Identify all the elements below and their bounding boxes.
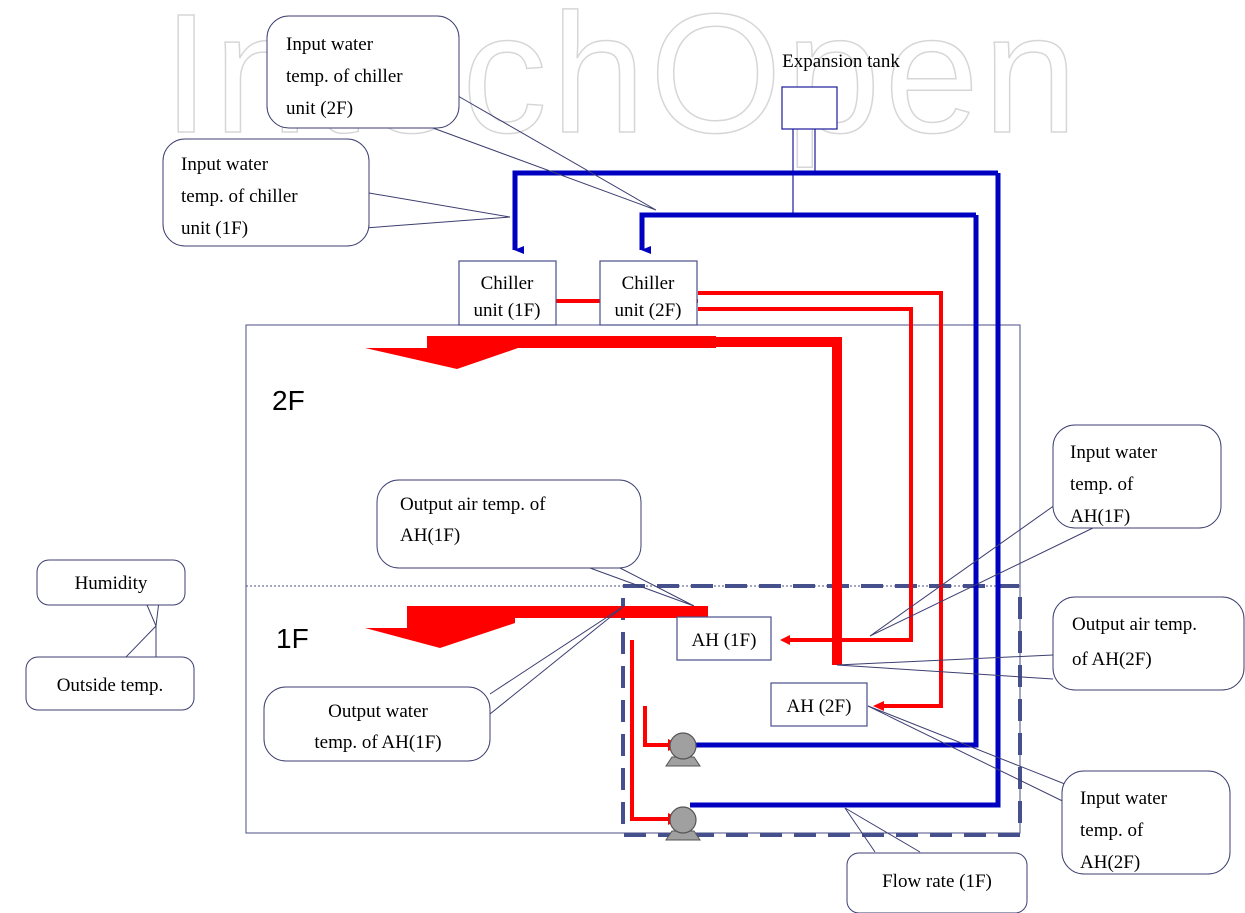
callout-ah1f-output-water-l1: Output water (328, 701, 428, 722)
callout-ah1f-input-water-l3: AH(1F) (1070, 506, 1130, 527)
callout-outside-temp: Outside temp. (57, 675, 164, 696)
callout-ah2f-output-air-l1: Output air temp. (1072, 614, 1197, 635)
callout-chiller-2f-input-l1: Input water (286, 34, 374, 55)
callout-humidity: Humidity (75, 573, 148, 594)
chiller-unit-2f (599, 260, 698, 326)
chiller-2f-line2: unit (2F) (614, 300, 681, 321)
pipe-to-ah2f (698, 291, 943, 708)
floor-label-2f: 2F (272, 385, 305, 416)
callout-ah1f-output-water-l2: temp. of AH(1F) (314, 732, 441, 753)
air-supply-arrow-1f (365, 606, 708, 648)
callout-chiller-2f-input-l2: temp. of chiller (286, 66, 403, 87)
callout-ah1f-output-air-l2: AH(1F) (400, 525, 460, 546)
floor-label-1f: 1F (276, 623, 309, 654)
callout-ah1f-output-air-l1: Output air temp. of (400, 494, 546, 515)
air-handler-1f (676, 616, 772, 661)
callout-chiller-1f-input-l2: temp. of chiller (181, 186, 298, 207)
expansion-tank (781, 86, 838, 130)
hot-pipe-arrowheads (668, 635, 884, 825)
pipe-ah2f-to-pump (643, 706, 668, 747)
callout-ah1f-input-water-l2: temp. of (1070, 474, 1134, 495)
chiller-1f-line2: unit (1F) (473, 300, 540, 321)
callout-chiller-1f-input-l1: Input water (181, 154, 269, 175)
ah-2f-label: AH (2F) (787, 696, 852, 717)
callout-chiller-1f-input-l3: unit (1F) (181, 218, 248, 239)
cold-pipe-from-pump-2 (690, 215, 979, 748)
cold-pipe-to-chiller-2f (639, 212, 976, 254)
air-handler-2f (770, 682, 868, 727)
ah-1f-label: AH (1F) (692, 630, 757, 651)
callout-ah2f-input-water-l2: temp. of (1080, 820, 1144, 841)
air-supply-arrow-2f (365, 336, 716, 369)
cold-pipe-to-chiller-1f (512, 170, 998, 254)
pump-icon (665, 732, 701, 767)
callout-ah2f-output-air-l2: of AH(2F) (1072, 649, 1152, 670)
pipe-to-ah1f (698, 307, 913, 642)
cold-water-pipes (512, 170, 1001, 808)
air-duct-2f (716, 337, 842, 665)
callout-leaders (125, 95, 1096, 853)
pipe-ah1f-to-pump (630, 640, 668, 821)
callout-ah2f-input-water-l1: Input water (1080, 788, 1168, 809)
callout-ah2f-input-water-l3: AH(2F) (1080, 852, 1140, 873)
chiller-1f-line1: Chiller (481, 273, 534, 294)
callout-flow-rate: Flow rate (1F) (882, 871, 992, 892)
expansion-tank-label: Expansion tank (782, 51, 900, 72)
pump-icon (665, 806, 701, 841)
cold-pipe-from-pump-1 (690, 173, 1001, 808)
callout-bubbles (25, 15, 1245, 913)
callout-chiller-2f-input-l3: unit (2F) (286, 98, 353, 119)
measurement-zone-1f (621, 584, 1022, 837)
chiller-2f-line1: Chiller (622, 273, 675, 294)
callout-ah1f-input-water-l1: Input water (1070, 442, 1158, 463)
chiller-unit-1f (458, 260, 557, 326)
